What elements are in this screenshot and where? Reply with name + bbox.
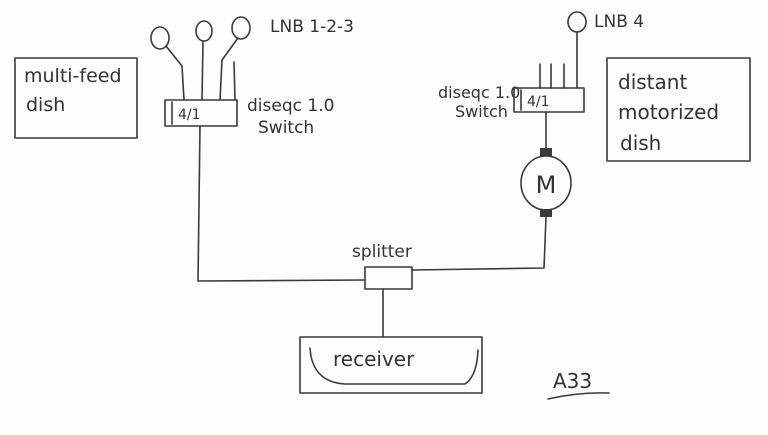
switch-right-spare-inputs bbox=[539, 63, 565, 89]
distant-label-line3: dish bbox=[620, 131, 661, 155]
distant-label-line2: motorized bbox=[618, 100, 719, 124]
distant-label-line1: distant bbox=[618, 70, 687, 94]
figure-code-underline bbox=[547, 392, 610, 400]
receiver-label: receiver bbox=[333, 347, 415, 371]
lnb-group-label: LNB 1-2-3 bbox=[270, 17, 354, 37]
switch-right-body bbox=[513, 87, 585, 113]
multi-feed-label-line2: dish bbox=[26, 94, 65, 116]
multi-feed-dish-box bbox=[14, 57, 138, 139]
diseqc-switch-right: 4/1 bbox=[513, 87, 585, 113]
switch-left-body bbox=[164, 99, 238, 127]
motor-to-splitter-cable bbox=[411, 216, 547, 271]
lnb-4-icon bbox=[567, 11, 587, 33]
receiver bbox=[299, 336, 483, 394]
motor-bottom-connector bbox=[540, 209, 552, 217]
motor: M bbox=[520, 111, 572, 217]
splitter-label: splitter bbox=[352, 242, 412, 262]
motor-label: M bbox=[536, 171, 557, 199]
diseqc-left-label-line2: Switch bbox=[258, 118, 314, 138]
lnb-single-label: LNB 4 bbox=[594, 12, 644, 32]
lnb-4 bbox=[539, 11, 587, 89]
lnb-2-icon bbox=[195, 20, 213, 42]
lnb-1-2-3 bbox=[150, 16, 251, 101]
lnb-2-cable bbox=[201, 40, 204, 101]
multi-feed-label-line1: multi-feed bbox=[24, 65, 122, 87]
receiver-body bbox=[299, 336, 483, 394]
distant-dish-box bbox=[606, 57, 751, 162]
left-to-splitter-cable bbox=[197, 125, 366, 282]
splitter bbox=[364, 266, 413, 290]
splitter-body bbox=[364, 266, 413, 290]
diseqc-left-label-line1: diseqc 1.0 bbox=[247, 96, 334, 116]
motor-top-connector bbox=[540, 148, 552, 156]
diseqc-right-label-line1: diseqc 1.0 bbox=[438, 83, 520, 102]
lnb-1-cable bbox=[165, 45, 185, 101]
receiver-display-curve bbox=[309, 347, 479, 385]
switch-right-ports: 4/1 bbox=[527, 94, 550, 110]
switch-left-ports: 4/1 bbox=[178, 107, 201, 123]
lnb-3-icon bbox=[231, 16, 251, 40]
switch-left-spare-input bbox=[233, 61, 236, 101]
diseqc-switch-left: 4/1 bbox=[164, 99, 238, 127]
figure-code: A33 bbox=[553, 369, 592, 393]
lnb-1-icon bbox=[150, 26, 170, 50]
diseqc-right-label-line2: Switch bbox=[455, 102, 508, 121]
lnb-3-cable bbox=[219, 37, 239, 101]
